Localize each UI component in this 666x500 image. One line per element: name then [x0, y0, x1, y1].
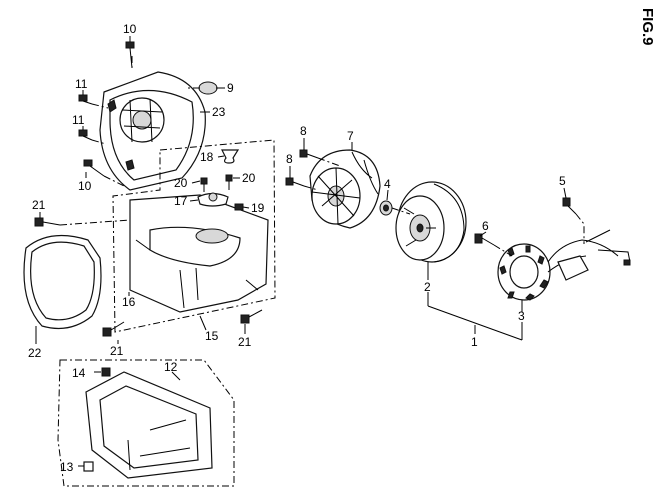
shroud-part-16 [129, 194, 269, 313]
screw-part-20-right [225, 174, 233, 190]
callout-11-upper: 11 [75, 77, 88, 91]
callout-10-bottom: 10 [78, 179, 92, 193]
bolt-part-21-upper [34, 217, 131, 227]
callout-17: 17 [174, 194, 188, 208]
callout-18: 18 [200, 150, 214, 164]
callout-10-top: 10 [123, 22, 137, 36]
callout-22: 22 [28, 346, 42, 360]
bolt-part-5 [562, 197, 585, 244]
clip-part-18 [221, 149, 240, 164]
callout-13: 13 [60, 460, 74, 474]
clip-part-19 [234, 203, 244, 211]
callout-7: 7 [347, 129, 354, 143]
callout-1: 1 [471, 335, 478, 349]
flywheel-part-2 [395, 181, 467, 263]
callout-2: 2 [424, 280, 431, 294]
callout-20-left: 20 [174, 176, 188, 190]
cooling-fan-part-7 [309, 149, 381, 229]
grommet-part-13 [83, 461, 94, 472]
callout-12: 12 [164, 360, 178, 374]
callout-3: 3 [518, 309, 525, 323]
screw-part-20-left [200, 177, 208, 192]
callout-19: 19 [251, 201, 265, 215]
callout-9: 9 [227, 81, 234, 95]
bolt-part-10-bottom [83, 159, 105, 177]
bolt-part-8-upper [299, 149, 319, 159]
bolt-part-11-lower [78, 129, 93, 141]
callout-11-lower: 11 [72, 113, 85, 127]
lower-cover-part-12 [85, 371, 213, 479]
plug-part-9 [198, 81, 218, 95]
callout-15: 15 [205, 329, 219, 343]
callout-8-upper: 8 [300, 124, 307, 138]
bracket-part-17 [197, 192, 229, 207]
callout-5: 5 [559, 174, 566, 188]
bolt-part-6 [474, 233, 495, 246]
bolt-part-10-top [125, 41, 135, 69]
callout-labels: 10 9 23 11 11 10 18 20 20 17 19 21 16 15… [28, 22, 566, 474]
stator-part-3 [497, 229, 631, 301]
callout-21-lower-right: 21 [238, 335, 252, 349]
bolt-part-8-lower [285, 177, 305, 187]
callout-20-right: 20 [242, 171, 256, 185]
callout-14: 14 [72, 366, 86, 380]
lower-cover-group-outline [57, 359, 235, 487]
nut-part-4 [379, 200, 393, 216]
leader-lines [35, 36, 567, 467]
bolt-part-21-lower-right [240, 309, 263, 324]
bolt-part-11-upper [78, 94, 93, 105]
callout-16: 16 [122, 295, 136, 309]
gasket-part-22 [23, 234, 102, 329]
callout-23: 23 [212, 105, 226, 119]
callout-4: 4 [384, 177, 391, 191]
bolt-part-21-lower-left [102, 321, 125, 337]
callout-21-upper: 21 [32, 198, 46, 212]
figure-title: FIG.9 [639, 8, 656, 46]
shroud-group-outline [112, 139, 276, 333]
clip-part-14 [101, 367, 111, 377]
callout-8-lower: 8 [286, 152, 293, 166]
callout-6: 6 [482, 219, 489, 233]
callout-21-lower-left: 21 [110, 344, 124, 358]
fan-cover-part-23 [99, 71, 206, 191]
